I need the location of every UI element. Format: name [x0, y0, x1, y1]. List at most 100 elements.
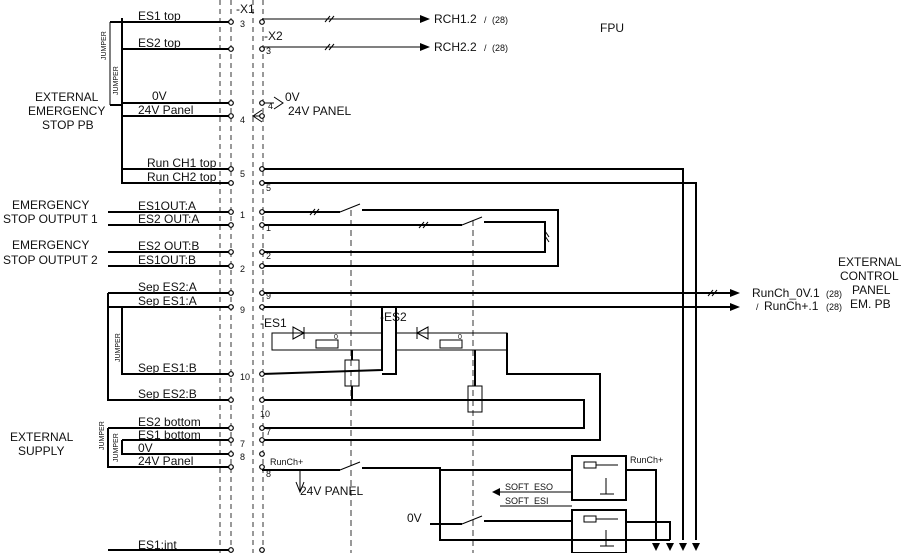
- es1-led-icon: [292, 326, 306, 340]
- terminal-dot: [259, 397, 265, 403]
- wire-label-es2-out-b: ES2 OUT:B: [138, 239, 199, 253]
- group-ext-ctrl-line3: PANEL: [852, 283, 891, 297]
- tick-out1-b: [313, 208, 320, 216]
- sep-es2-b-loop: [262, 399, 585, 429]
- es2-left: [382, 307, 397, 375]
- label-0v-panel: 0V: [285, 90, 300, 104]
- label-0v-lower: 0V: [407, 511, 422, 525]
- terminal-dot: [228, 371, 234, 377]
- supply-jumper-outer: [107, 428, 230, 468]
- arrow-soft-eso: [492, 488, 500, 496]
- wire-label-run-ch2: Run CH2 top: [147, 170, 217, 184]
- terminal-dot: [259, 371, 265, 377]
- es1-relay-coil: [344, 359, 360, 387]
- group-output2-line2: STOP OUTPUT 2: [3, 253, 98, 267]
- loop-es1-out: [262, 209, 559, 267]
- terminal-dot: [259, 46, 265, 52]
- label-rch1-slash: /: [484, 15, 487, 25]
- middle-jumper-inner: [121, 307, 230, 375]
- terminal-dot: [259, 451, 265, 457]
- contact-runch: [339, 461, 361, 471]
- terminal-dot: [228, 100, 234, 106]
- es2-to-bottom: [262, 333, 601, 441]
- tick-rch2-a: [324, 43, 331, 51]
- label-runch-plus1: RunCh+.1: [764, 299, 819, 313]
- group-ext-ctrl-line2: CONTROL: [840, 269, 899, 283]
- middle-jumper-loop: [107, 293, 230, 401]
- arrow-down-4: [692, 543, 700, 551]
- tick-rch1-b: [328, 15, 335, 23]
- terminal-dot: [228, 249, 234, 255]
- wire-label-sep-es2-a: Sep ES2:A: [138, 280, 197, 294]
- label-rch1-ref: (28): [492, 15, 508, 25]
- wire-label-es1-int: ES1:int: [138, 538, 177, 552]
- terminal-dot: [228, 19, 234, 25]
- term-left-10: 10: [240, 372, 250, 382]
- term-left-9: 9: [240, 305, 245, 315]
- arrow-runch-plus: [730, 303, 740, 311]
- terminal-dot: [259, 166, 265, 172]
- terminal-dot: [228, 437, 234, 443]
- terminal-dot: [259, 100, 265, 106]
- top-jumper-loop: [121, 18, 230, 184]
- contact-es1-out: [339, 203, 361, 213]
- es1-resistor: [315, 339, 339, 349]
- terminal-dot: [228, 46, 234, 52]
- terminal-dot: [228, 397, 234, 403]
- term-left-4: 4: [240, 115, 245, 125]
- terminal-dot: [259, 180, 265, 186]
- connector-x2-label: -X2: [264, 29, 283, 43]
- label-rch2-slash: /: [484, 43, 487, 53]
- wire-label-sep-es2-b: Sep ES2:B: [138, 387, 197, 401]
- soft-relay-1: [571, 455, 627, 501]
- terminal-dot: [228, 180, 234, 186]
- arrow-down-1: [652, 543, 660, 551]
- label-runch-plus-lower: RunCh+: [270, 457, 303, 467]
- label-rch2-2: RCH2.2: [434, 40, 477, 54]
- term-right-4a: 4: [268, 101, 273, 111]
- es2-led-icon: [415, 326, 429, 340]
- term-left-5: 5: [240, 169, 245, 179]
- arrow-runch-0v: [730, 289, 740, 297]
- tick-out2-c: [544, 230, 550, 238]
- group-ext-estop-line1: EXTERNAL: [35, 90, 99, 104]
- terminal-dot: [259, 19, 265, 25]
- soft-relay-1-coil: [583, 461, 597, 469]
- wire-label-0v-2: 0V: [138, 441, 153, 455]
- label-24v-panel-lower: 24V PANEL: [300, 484, 363, 498]
- soft-relay-2-contact: [596, 518, 618, 547]
- tick-out2-d: [544, 235, 550, 243]
- group-output2-line1: EMERGENCY: [12, 238, 89, 252]
- term-right-9: 9: [266, 291, 271, 301]
- soft-relay-2-coil: [583, 515, 597, 523]
- terminal-dot: [259, 437, 265, 443]
- label-runch-plus1-ref: (28): [826, 302, 842, 312]
- tick-out1-a: [309, 208, 316, 216]
- wire-label-es2-top: ES2 top: [138, 36, 181, 50]
- connector-x1-label: -X1: [236, 2, 255, 16]
- wire-0v-lower: [430, 520, 572, 525]
- terminal-dot: [259, 425, 265, 431]
- contact-es2-out: [461, 216, 483, 226]
- terminal-dot: [259, 209, 265, 215]
- arrow-rch2: [420, 43, 430, 51]
- terminal-dot: [228, 425, 234, 431]
- terminal-dot: [259, 304, 265, 310]
- tick-rch2-b: [328, 43, 335, 51]
- label-soft-esi: SOFT_ESI: [505, 496, 549, 506]
- jumper-label-5: JUMPER: [113, 433, 120, 462]
- group-ext-estop-line3: STOP PB: [42, 118, 94, 132]
- group-output1-line1: EMERGENCY: [12, 198, 89, 212]
- wire-label-es1-out-a: ES1OUT:A: [138, 199, 196, 213]
- es2-led-box: [395, 332, 508, 351]
- terminal-dot: [228, 263, 234, 269]
- jumper-label-2: JUMPER: [113, 66, 120, 95]
- terminal-numbers: 3 4 1 2 9 10 7 8 3 4 5 5 1 2 9 10 7 8: [240, 19, 273, 479]
- terminal-dot: [259, 113, 265, 119]
- wire-label-24v-panel-2: 24V Panel: [138, 454, 193, 468]
- tick-sep-a: [707, 289, 714, 297]
- terminal-dot: [259, 222, 265, 228]
- arrow-24v-panel: [295, 481, 305, 494]
- term-right-1: 1: [266, 223, 271, 233]
